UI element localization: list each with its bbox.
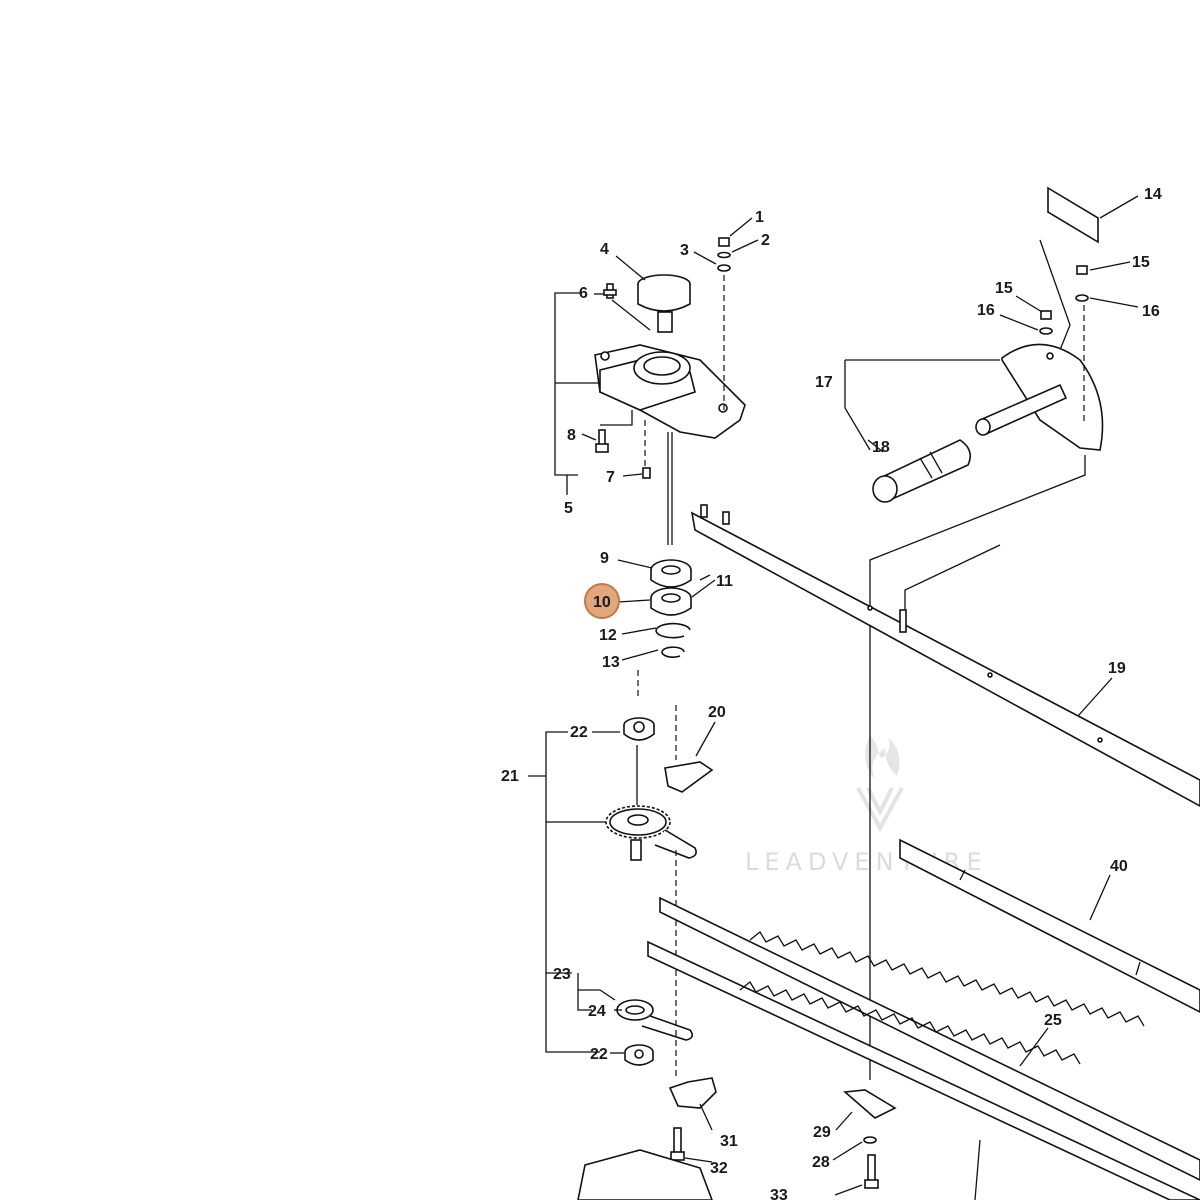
callout-2[interactable]: 2 (761, 232, 770, 249)
part-29 (843, 1089, 897, 1119)
callout-33[interactable]: 33 (770, 1187, 788, 1200)
callout-20[interactable]: 20 (708, 704, 726, 721)
callout-22-top[interactable]: 22 (570, 724, 588, 741)
part-gearbox-housing (594, 344, 746, 439)
part-washer-28 (863, 1136, 877, 1144)
callout-11[interactable]: 11 (716, 573, 733, 590)
callout-32[interactable]: 32 (710, 1160, 728, 1177)
callout-16-left[interactable]: 16 (977, 302, 995, 319)
part-cutter-blade-upper (659, 896, 1200, 1181)
part-bracket-31 (668, 1077, 717, 1109)
part-bolt (595, 429, 609, 453)
callout-8[interactable]: 8 (567, 427, 576, 444)
part-bolt-28 (864, 1154, 879, 1189)
part-bearing-22-top (623, 717, 655, 741)
part-cutter-blade-lower (647, 940, 1200, 1200)
part-bar-19 (690, 504, 1200, 807)
part-grip (872, 439, 971, 503)
callout-25[interactable]: 25 (1044, 1012, 1062, 1029)
part-bearing-22-bottom (624, 1044, 654, 1066)
callout-4[interactable]: 4 (600, 241, 609, 258)
callout-12[interactable]: 12 (599, 627, 617, 644)
callout-6[interactable]: 6 (579, 285, 588, 302)
callout-10[interactable]: 10 (593, 594, 611, 611)
part-label-14 (1047, 186, 1099, 244)
part-nut-washer-right (1039, 265, 1089, 335)
callout-29[interactable]: 29 (813, 1124, 831, 1141)
callout-18[interactable]: 18 (872, 439, 890, 456)
part-cup (637, 274, 691, 333)
part-plate-33 (577, 1149, 713, 1200)
callout-7[interactable]: 7 (606, 469, 615, 486)
callout-17[interactable]: 17 (815, 374, 833, 391)
callout-16-right[interactable]: 16 (1142, 303, 1160, 320)
callout-22-bottom[interactable]: 22 (590, 1046, 608, 1063)
callout-31[interactable]: 31 (720, 1133, 738, 1150)
leader-lines (581, 195, 1139, 1196)
callout-15-right[interactable]: 15 (1132, 254, 1150, 271)
callout-28[interactable]: 28 (812, 1154, 830, 1171)
callout-1[interactable]: 1 (755, 209, 764, 226)
part-bearing-lower (650, 587, 692, 616)
callout-14[interactable]: 14 (1144, 186, 1162, 203)
part-circlip-small (661, 646, 685, 658)
callout-19[interactable]: 19 (1108, 660, 1126, 677)
part-bolt-32 (670, 1127, 685, 1161)
callout-13[interactable]: 13 (602, 654, 620, 671)
part-24-link (616, 999, 694, 1041)
part-bearing-upper (650, 559, 692, 588)
callout-10-highlighted[interactable]: 10 (584, 583, 620, 619)
callout-3[interactable]: 3 (680, 242, 689, 259)
watermark: LEADVENTURE (745, 735, 982, 876)
part-grease-nipple (603, 283, 617, 299)
highlight-circle[interactable] (584, 583, 620, 619)
part-handle-tube (975, 383, 1068, 436)
callout-21[interactable]: 21 (501, 768, 519, 785)
part-gear (605, 805, 697, 861)
callout-40[interactable]: 40 (1110, 858, 1128, 875)
callout-24[interactable]: 24 (588, 1003, 606, 1020)
callout-23[interactable]: 23 (553, 966, 571, 983)
part-blade-40 (899, 838, 1200, 1013)
callout-5[interactable]: 5 (564, 500, 573, 517)
part-pin (642, 467, 651, 479)
v-logo-icon (856, 787, 904, 833)
part-circlip-large (655, 622, 691, 639)
part-nut-washer-stack (717, 237, 731, 272)
callout-9[interactable]: 9 (600, 550, 609, 567)
part-plate-20 (664, 761, 714, 793)
callout-15-left[interactable]: 15 (995, 280, 1013, 297)
callout-labels: 1 2 3 4 5 6 7 8 9 10 11 12 13 14 15 15 1… (501, 186, 1162, 1200)
flame-logo-icon (865, 735, 900, 780)
